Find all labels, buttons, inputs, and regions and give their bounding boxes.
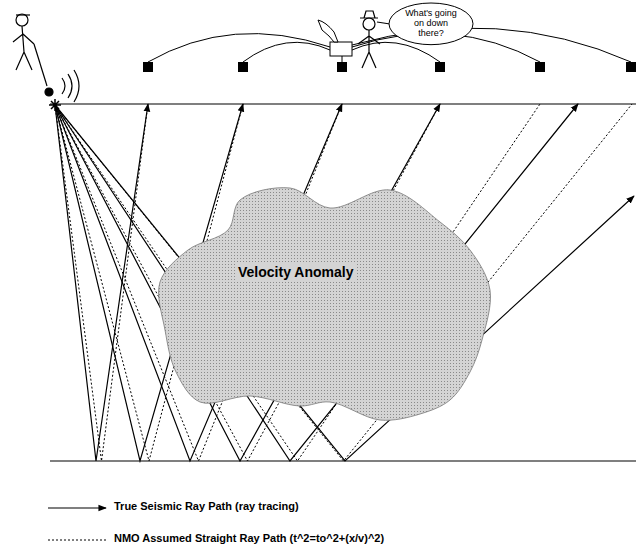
region-label: Velocity Anomaly	[236, 263, 355, 281]
receivers	[143, 62, 636, 72]
legend-label: NMO Assumed Straight Ray Path (t^2=to^2+…	[114, 532, 384, 544]
true-ray	[55, 105, 634, 461]
true-ray	[55, 104, 148, 461]
cables	[148, 28, 631, 62]
nmo-ray	[55, 104, 632, 461]
velocity-anomaly-region: Velocity Anomaly	[158, 185, 494, 423]
ray-paths	[55, 104, 634, 461]
speech-text: What's going on down there?	[400, 9, 462, 39]
recorder	[318, 20, 352, 56]
bubble-shape	[389, 3, 473, 45]
anomaly-shape	[159, 188, 491, 421]
nmo-ray	[55, 104, 540, 461]
source-star	[49, 99, 61, 111]
source-operator-figure	[13, 14, 79, 102]
legend-label: True Seismic Ray Path (ray tracing)	[114, 500, 299, 512]
nmo-ray	[55, 104, 148, 461]
legend-sample	[44, 530, 110, 550]
ground-surface	[50, 103, 636, 104]
observer-figure	[358, 11, 390, 68]
speech-bubble: What's going on down there?	[388, 2, 474, 46]
anomaly-outline	[158, 185, 494, 423]
true-ray	[55, 104, 578, 461]
legend-sample	[44, 498, 110, 518]
